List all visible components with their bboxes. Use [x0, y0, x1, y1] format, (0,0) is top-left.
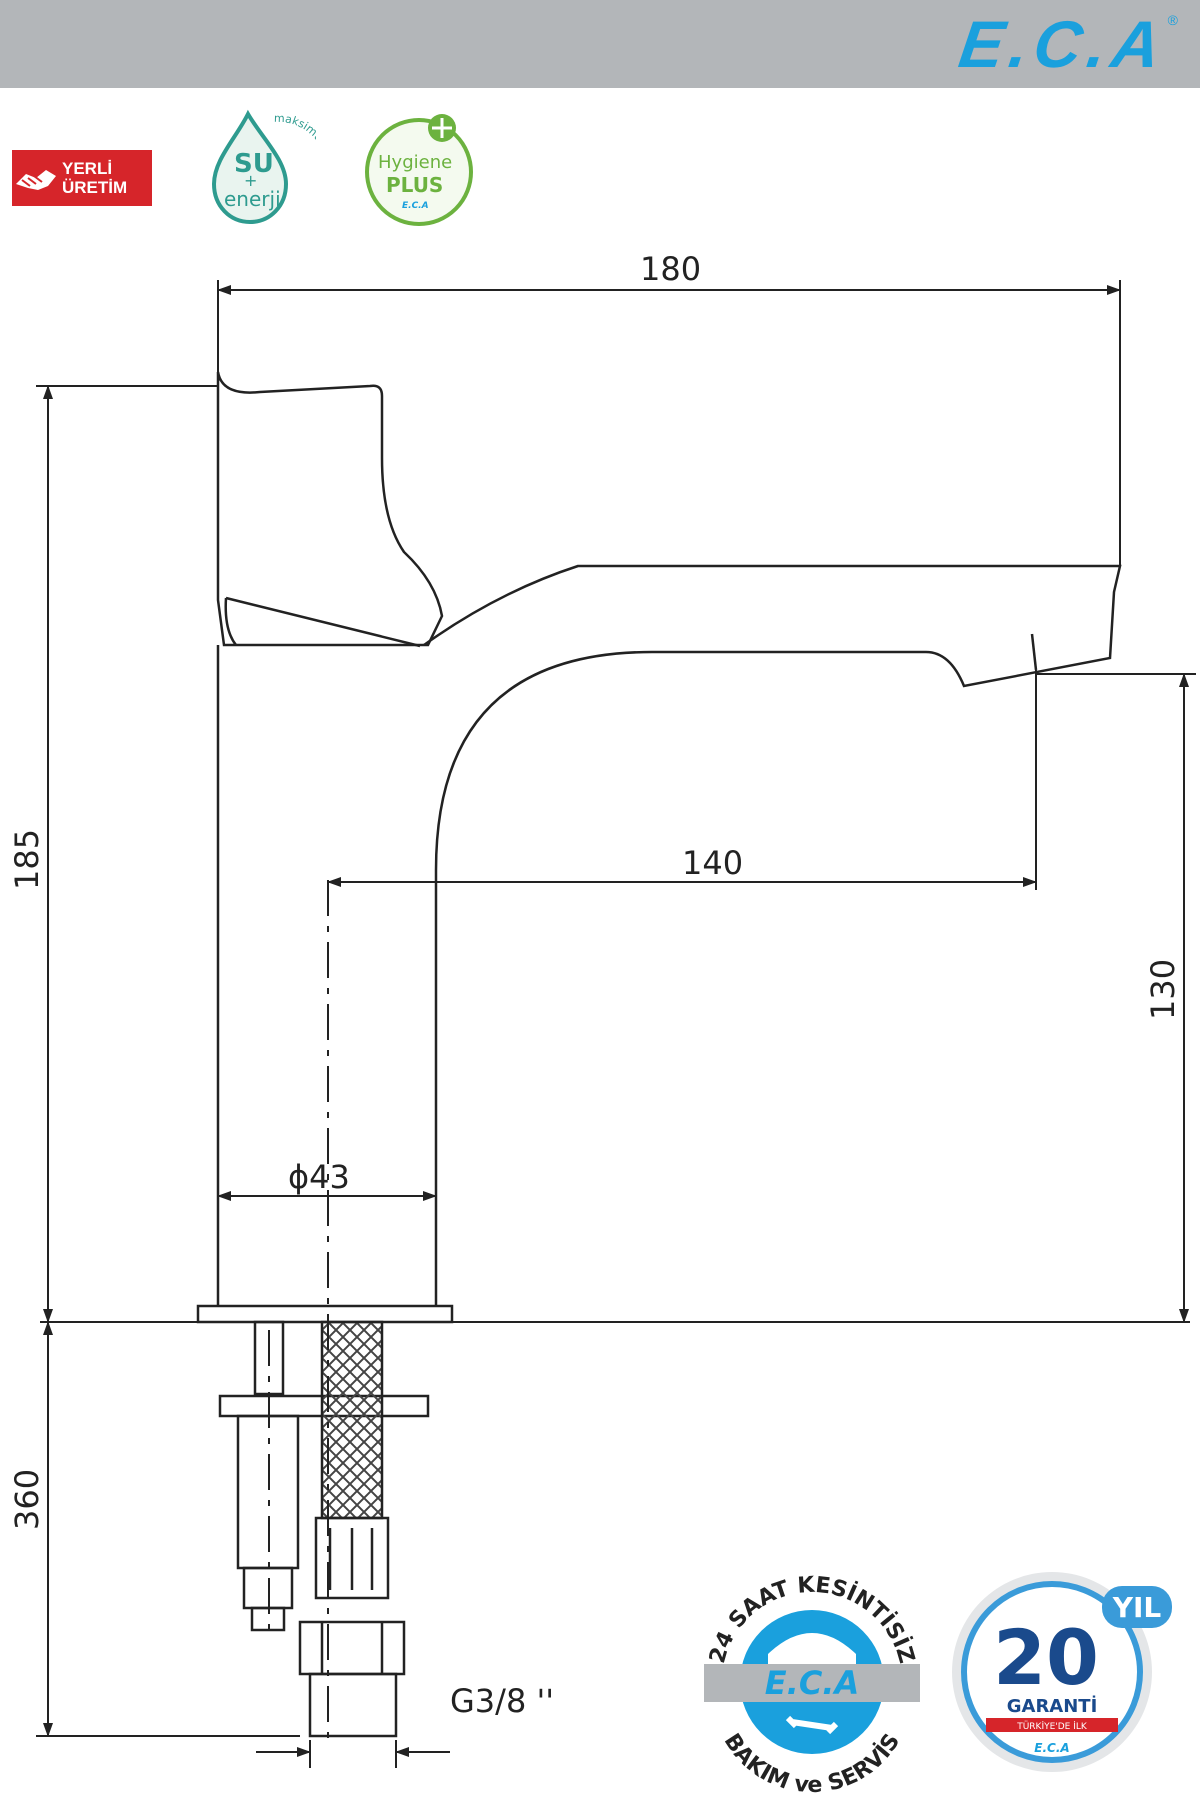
- enerji-text: enerji: [224, 187, 281, 211]
- header-bar: E.C.A ®: [0, 0, 1200, 88]
- dim-thread: G3/8 '': [450, 1682, 554, 1720]
- warranty-sub: TÜRKİYE'DE İLK: [1016, 1721, 1088, 1732]
- dim-185: 185: [8, 829, 46, 890]
- warranty-mini-brand: E.C.A: [1034, 1741, 1069, 1755]
- registered-mark: ®: [1167, 12, 1178, 28]
- dim-180: 180: [640, 250, 701, 288]
- handshake-icon: [12, 150, 60, 206]
- hygiene-plus-badge: Hygiene PLUS E.C.A: [360, 108, 478, 228]
- center-lines: [268, 880, 329, 1740]
- warranty-label: GARANTİ: [1007, 1695, 1098, 1717]
- yerli-line2: ÜRETİM: [62, 178, 128, 197]
- dim-140: 140: [682, 844, 743, 882]
- warranty-number: 20: [993, 1613, 1099, 1702]
- su-plus: +: [244, 171, 257, 190]
- hygiene-mini-brand: E.C.A: [402, 201, 429, 211]
- hygiene-line1: Hygiene: [378, 152, 452, 173]
- su-text: SU: [234, 149, 274, 179]
- mounting-parts: [218, 1320, 430, 1738]
- faucet-outline: [40, 371, 1190, 1324]
- dim-130: 130: [1144, 959, 1182, 1020]
- yerli-line1: YERLİ: [62, 159, 113, 178]
- wrench-icon: [785, 1715, 839, 1735]
- eca-logo: E.C.A ®: [954, 6, 1178, 82]
- dim-diameter: ϕ43: [288, 1158, 350, 1196]
- hygiene-line2: PLUS: [386, 173, 443, 197]
- yerli-uretim-badge: YERLİ ÜRETİM: [12, 150, 152, 206]
- warranty-unit: YIL: [1112, 1591, 1162, 1624]
- water-drop-icon: [211, 109, 289, 225]
- dim-360: 360: [8, 1469, 46, 1530]
- service-brand: E.C.A: [765, 1664, 859, 1702]
- service-badge: E.C.A 24 SAAT KESİNTİSİZ BAKIM ve SERVİS: [704, 1573, 920, 1798]
- warranty-badge: YIL 20 GARANTİ TÜRKİYE'DE İLK E.C.A: [952, 1572, 1172, 1772]
- helmet-icon: [768, 1633, 856, 1664]
- dimension-labels: 180 140 ϕ43 G3/8 '' 185 130 360: [8, 250, 1182, 1720]
- dimension-lines: [36, 280, 1196, 1768]
